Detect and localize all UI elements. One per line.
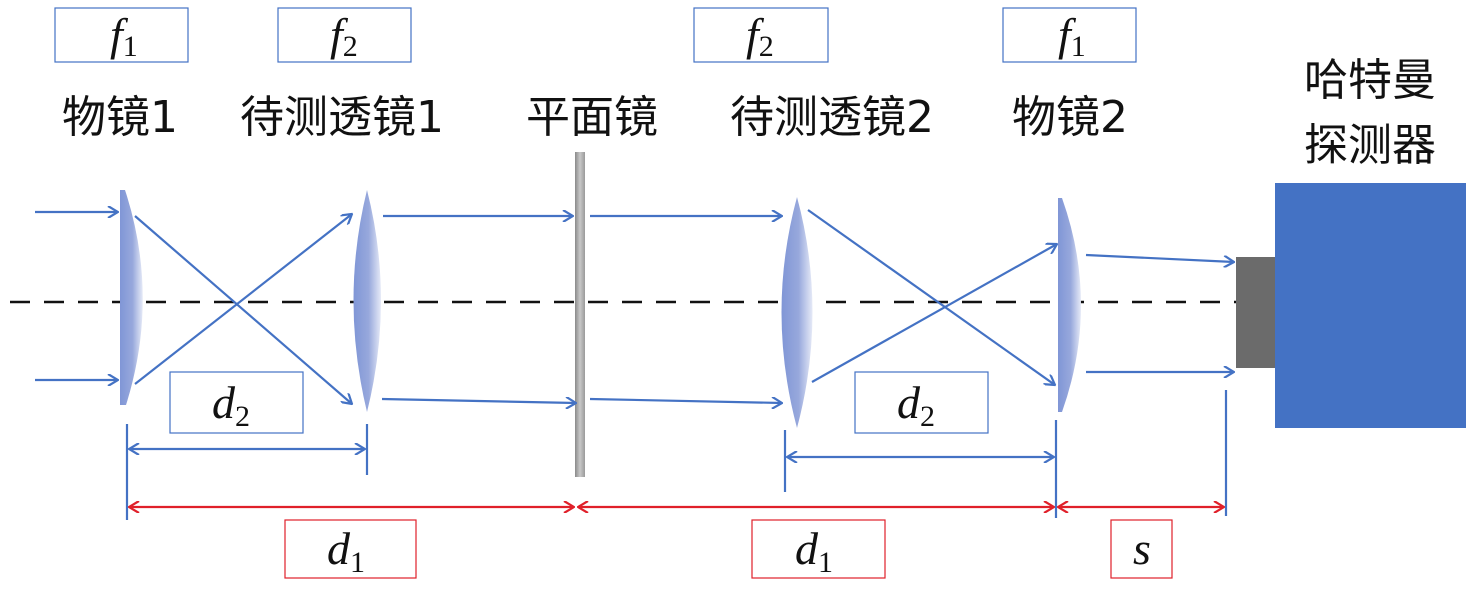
test-lens-1 [353, 190, 381, 412]
test-lens2-label: 待测透镜2 [730, 92, 934, 143]
test-lens-2 [781, 197, 813, 428]
svg-text:d2: d2 [897, 377, 935, 433]
d2-dimension-left: d2 [125, 371, 369, 520]
objective1-label: 物镜1 [62, 92, 178, 143]
d1-s-dimension-line [129, 390, 1228, 516]
f2-label-box-left: f2 [277, 7, 412, 63]
f1-label-box-left: f1 [54, 7, 189, 63]
svg-text:d1: d1 [795, 523, 833, 579]
detector-label-line2: 探测器 [1304, 120, 1436, 171]
plane-mirror-label: 平面镜 [526, 92, 658, 143]
hartmann-detector [1275, 183, 1466, 428]
light-rays [35, 210, 1234, 404]
test-lens1-label: 待测透镜1 [240, 92, 444, 143]
svg-text:d1: d1 [327, 523, 365, 579]
detector-label-line1: 哈特曼 [1304, 55, 1436, 106]
svg-text:s: s [1133, 523, 1151, 574]
detector-sensor [1236, 257, 1275, 368]
s-label-box: s [1110, 519, 1173, 579]
plane-mirror [575, 152, 585, 477]
f2-label-box-right: f2 [693, 7, 829, 63]
d1-label-box-right: d1 [751, 519, 886, 579]
objective-lens-1 [120, 190, 143, 405]
d1-label-box-left: d1 [284, 519, 417, 579]
d2-dimension-right: d2 [783, 371, 1058, 518]
f1-label-box-right: f1 [1002, 7, 1137, 63]
svg-text:d2: d2 [212, 377, 250, 433]
objective2-label: 物镜2 [1012, 92, 1128, 143]
objective-lens-2 [1058, 198, 1081, 412]
